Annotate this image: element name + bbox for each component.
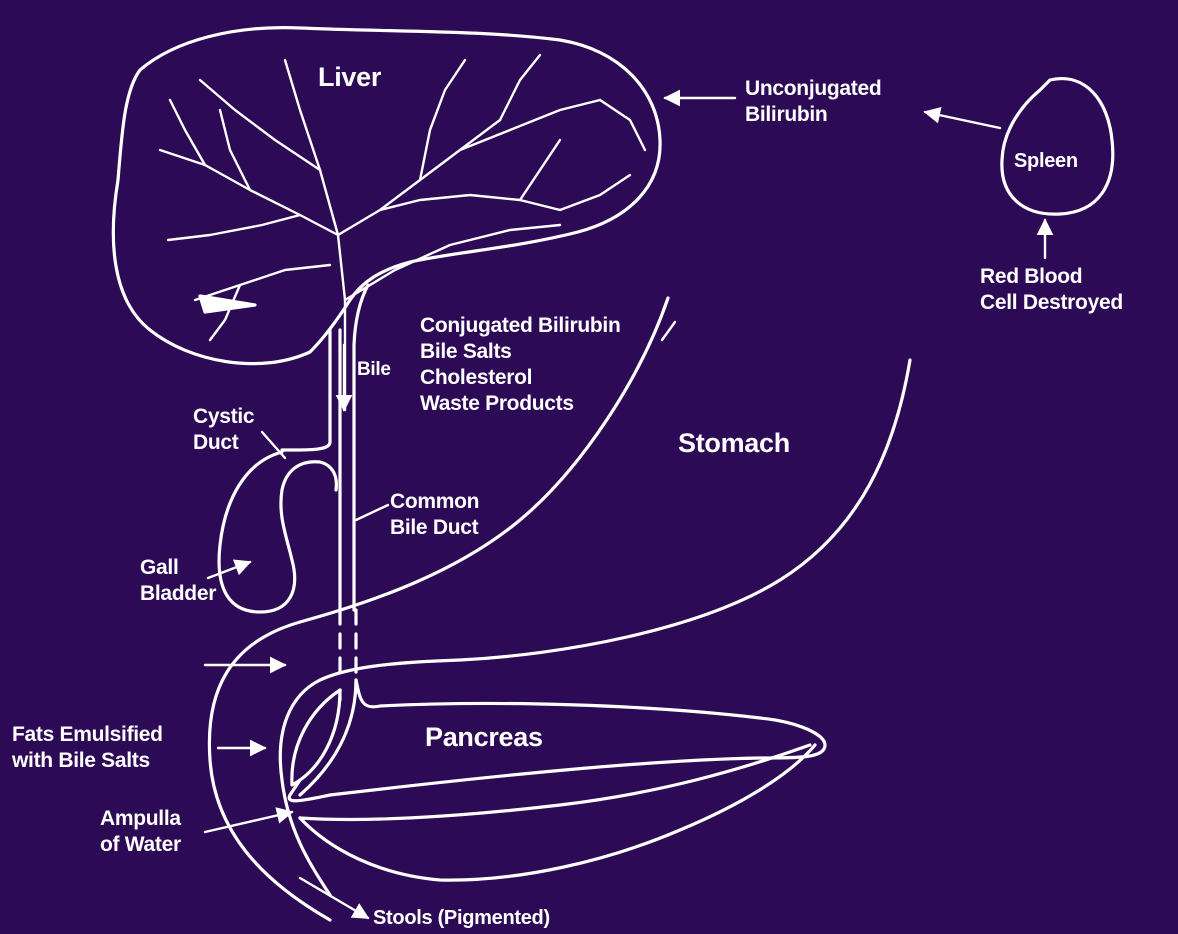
bile-duct-line	[354, 285, 368, 610]
arrow-ampulla	[205, 812, 292, 832]
fats-emulsified-label: Fats Emulsified with Bile Salts	[12, 722, 163, 774]
liver-label: Liver	[318, 62, 381, 92]
ampulla-lens	[292, 690, 340, 785]
liver-wedge	[200, 296, 255, 312]
pancreas-bottom	[300, 745, 815, 880]
stomach-outer	[280, 360, 910, 895]
arrow-common-bile-duct	[356, 505, 388, 520]
arrow-stools	[300, 878, 368, 918]
stomach-label: Stomach	[678, 428, 790, 458]
gall-bladder-label: Gall Bladder	[140, 555, 216, 607]
arrow-spleen-to-bilirubin	[925, 112, 1000, 128]
common-bile-duct-label: Common Bile Duct	[390, 489, 479, 541]
bile-contents-label: Conjugated Bilirubin Bile Salts Choleste…	[420, 313, 620, 417]
ampulla-label: Ampulla of Water	[100, 806, 181, 858]
arrow-contents-tick	[662, 322, 675, 340]
spleen-label: Spleen	[1014, 148, 1078, 174]
red-blood-cell-label: Red Blood Cell Destroyed	[980, 264, 1123, 316]
bile-label: Bile	[357, 357, 391, 383]
pancreas-lower	[300, 745, 810, 819]
spleen-outline	[1002, 79, 1113, 214]
duct-left-line	[282, 330, 330, 450]
unconjugated-bilirubin-label: Unconjugated Bilirubin	[745, 76, 881, 128]
pancreas-outline	[289, 680, 825, 801]
cystic-duct-label: Cystic Duct	[193, 404, 254, 456]
gallbladder-outline	[219, 452, 336, 612]
pancreas-label: Pancreas	[425, 722, 543, 752]
stools-label: Stools (Pigmented)	[373, 905, 550, 931]
